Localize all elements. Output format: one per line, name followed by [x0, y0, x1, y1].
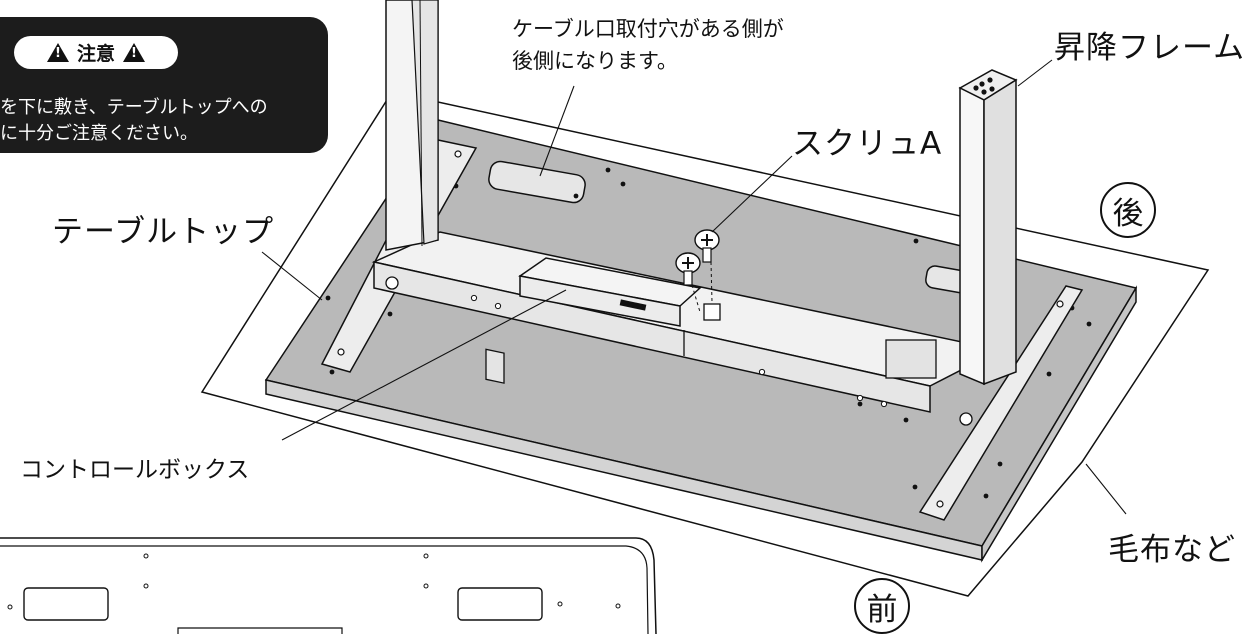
- blanket-label: 毛布など: [1108, 532, 1236, 568]
- tabletop-label: テーブルトップ: [52, 214, 275, 250]
- caution-text-line2: に十分ご注意ください。: [0, 123, 198, 144]
- right-bracket: [885, 339, 937, 379]
- rear-mark-text: 後: [1112, 195, 1144, 232]
- mount-bracket: [703, 303, 721, 321]
- front-mark: 前: [854, 578, 910, 634]
- control-box-label: コントロールボックス: [20, 457, 250, 483]
- cable-hole-label-line1: ケーブル口取付穴がある側が: [512, 17, 784, 41]
- lift-frame-label: 昇降フレーム: [1054, 30, 1246, 66]
- caution-title: 注意: [76, 43, 115, 65]
- caution-panel: 注意 を下に敷き、テーブルトップへの に十分ご注意ください。: [0, 17, 328, 153]
- leader-lines: [261, 59, 1127, 515]
- cable-hole-left: [488, 160, 586, 204]
- screw-a-label: スクリュA: [792, 126, 943, 162]
- screw-a-upper: [694, 229, 720, 263]
- cable-hole-label-line2: 後側になります。: [512, 49, 678, 73]
- front-mark-text: 前: [866, 591, 898, 628]
- warning-triangle-icon: [123, 43, 145, 62]
- warning-triangle-icon: [46, 43, 69, 62]
- screw-a-lower: [675, 252, 701, 286]
- caution-pill: 注意: [14, 36, 178, 69]
- lift-frame-column: [958, 69, 1018, 386]
- caution-text-line1: を下に敷き、テーブルトップへの: [0, 97, 268, 118]
- inset-plan-view: [0, 537, 657, 635]
- right-foot: [918, 285, 1084, 521]
- tabletop-holes: [325, 167, 1092, 513]
- rear-mark: 後: [1100, 182, 1156, 238]
- left-column: [385, 0, 439, 251]
- control-box: [485, 257, 702, 384]
